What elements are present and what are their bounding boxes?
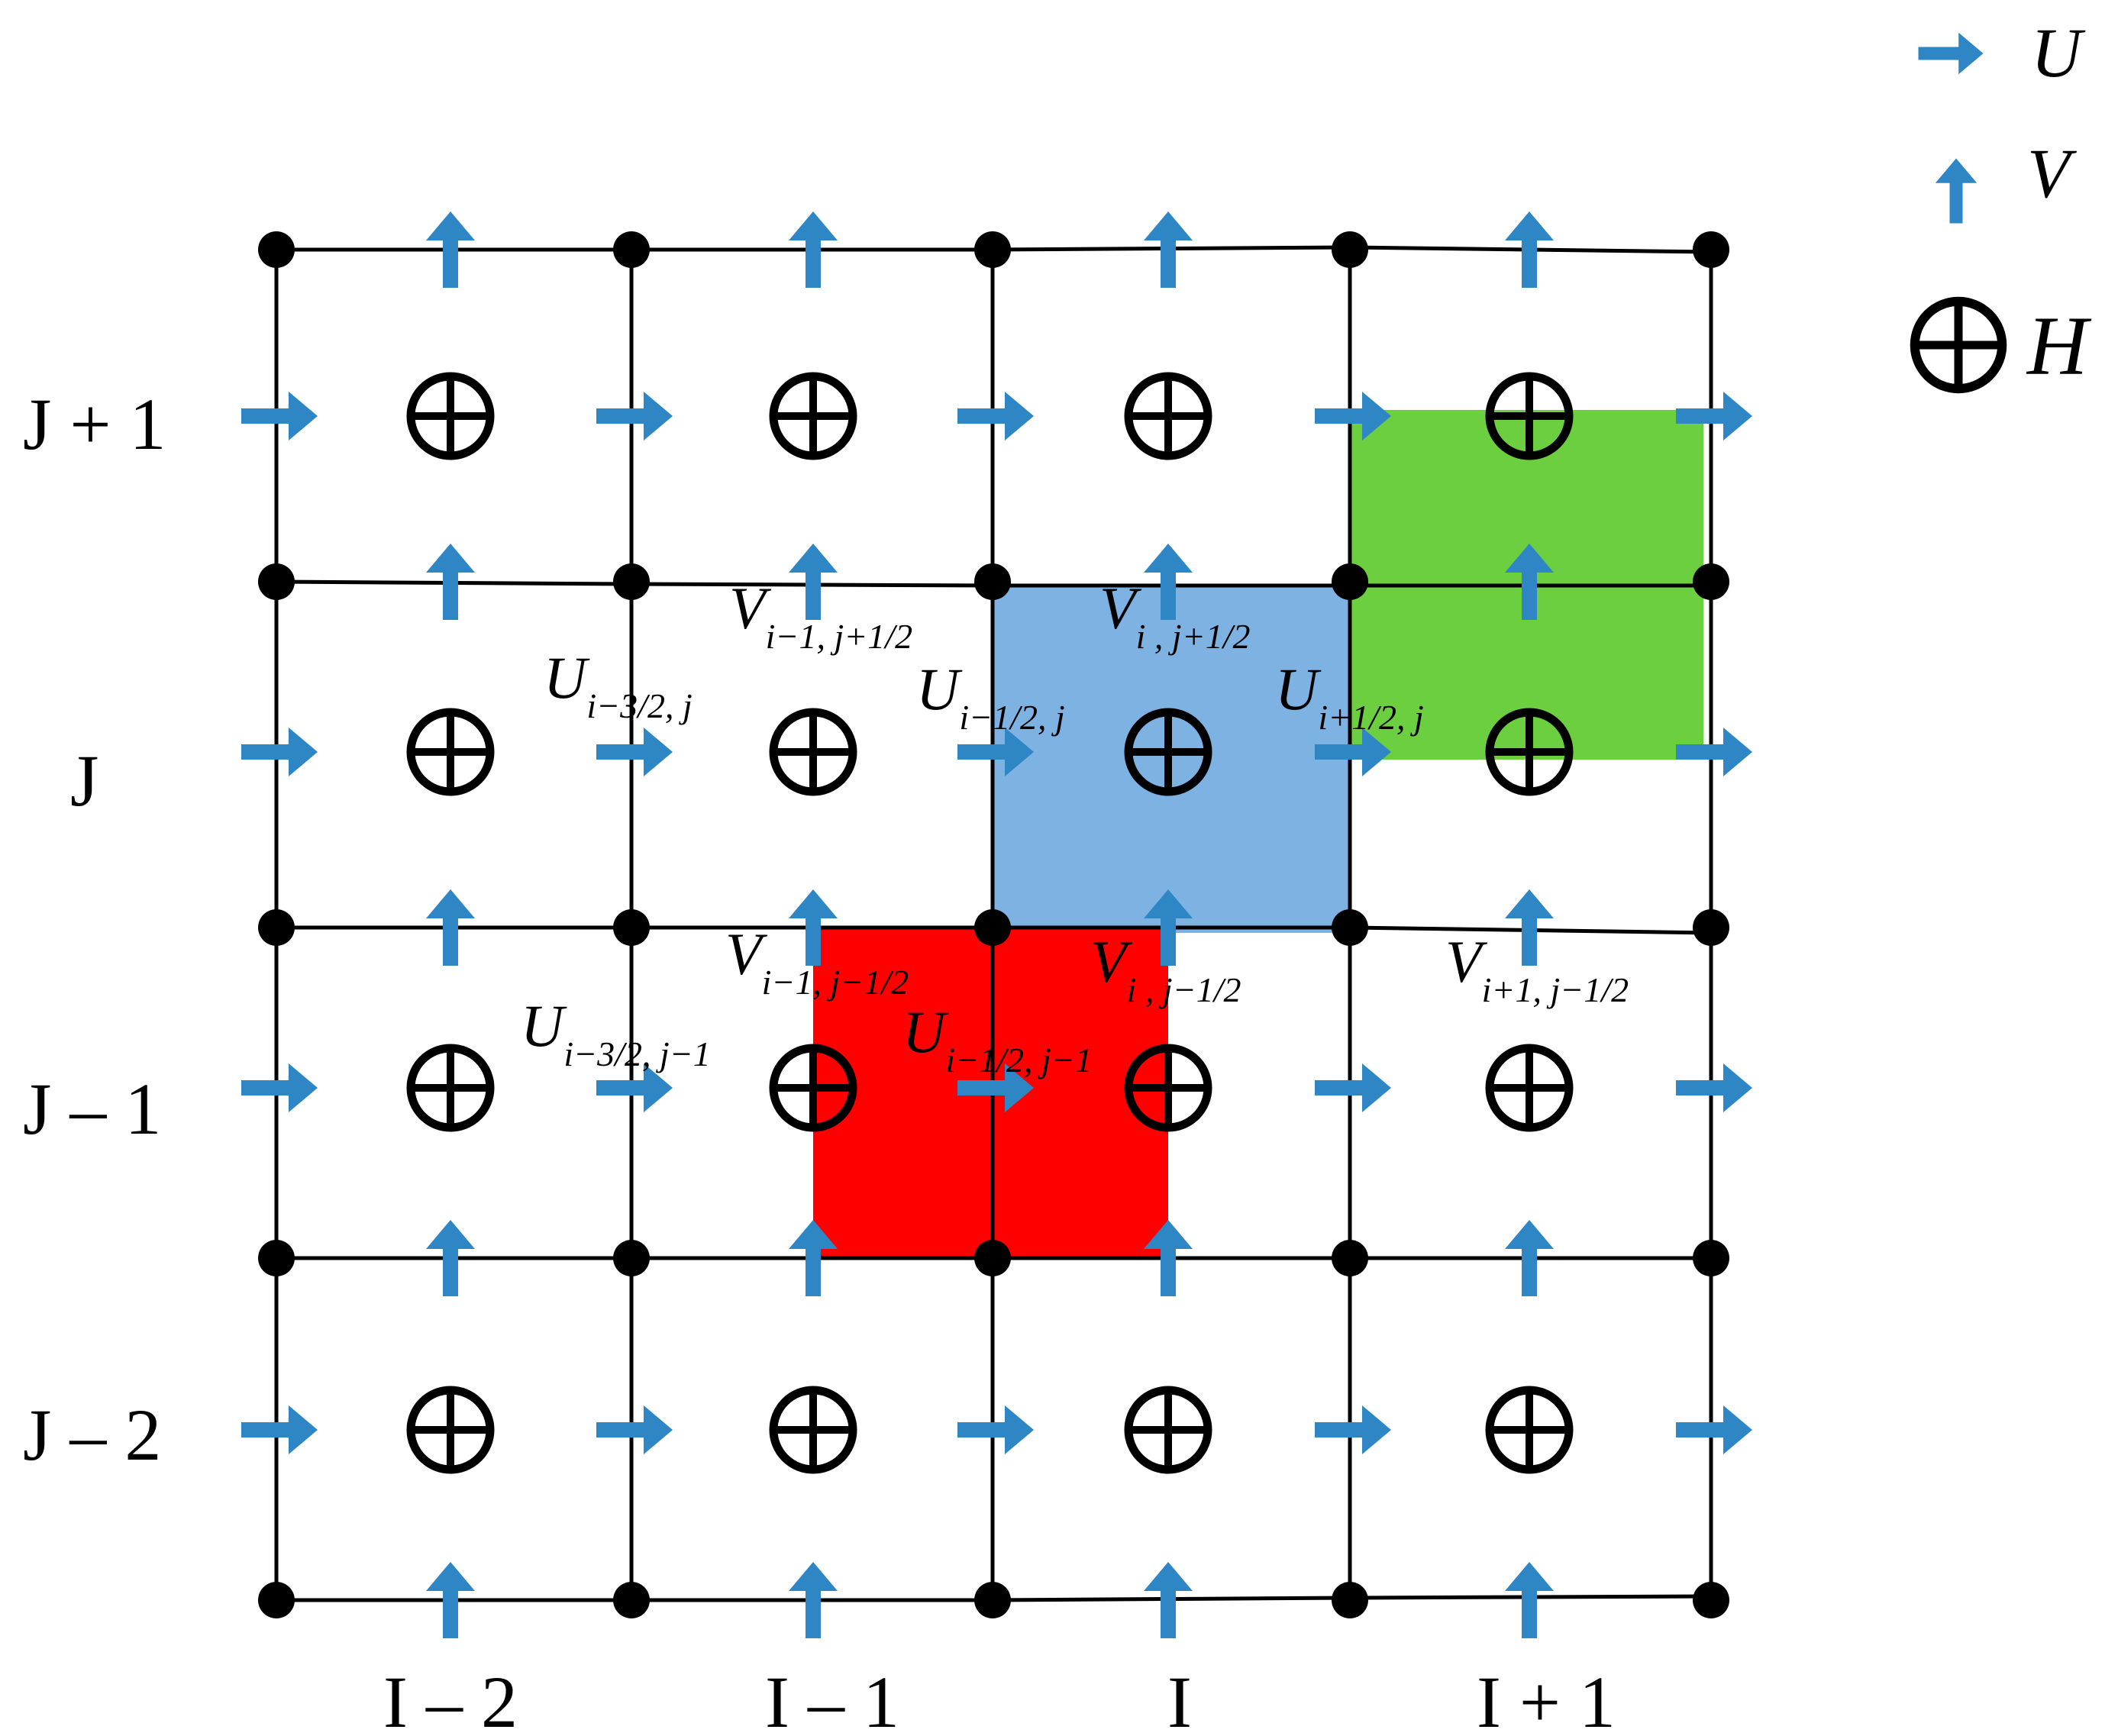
- grid-node: [613, 909, 650, 946]
- h-symbol-icon: [1128, 376, 1208, 456]
- u-arrow-icon: [596, 392, 673, 440]
- grid-node: [613, 1240, 650, 1276]
- grid-node: [974, 231, 1011, 268]
- u-arrow-icon: [1676, 1063, 1752, 1112]
- annotation-u-ip12-j: Ui+1/2, j: [1275, 656, 1424, 737]
- h-symbol-icon: [1490, 1390, 1569, 1470]
- grid-node: [1693, 1240, 1729, 1276]
- v-arrow-icon: [1505, 1562, 1554, 1638]
- u-arrow-icon: [596, 1405, 673, 1454]
- row-label: J – 2: [23, 1394, 161, 1476]
- h-symbol-icon: [411, 376, 490, 456]
- annotation-u-im12-jm1: Ui−1/2, j−1: [902, 999, 1093, 1079]
- grid-node: [1332, 1582, 1368, 1618]
- h-symbol-icon: [1490, 712, 1569, 792]
- column-labels: I – 2 I – 1 I I + 1: [383, 1661, 1616, 1736]
- v-arrow-icon: [789, 544, 838, 620]
- grid-node: [613, 1582, 650, 1618]
- col-label: I – 1: [765, 1661, 899, 1732]
- legend-h-label: H: [2026, 299, 2092, 392]
- legend-v-label: V: [2027, 134, 2078, 212]
- u-arrow-icon: [241, 1063, 318, 1112]
- legend-u-arrow-icon: [1918, 32, 1984, 75]
- h-symbol-icon: [1490, 1048, 1569, 1128]
- h-symbol-icon: [1128, 712, 1208, 792]
- u-arrow-icon: [596, 728, 673, 776]
- u-arrow-icon: [957, 392, 1034, 440]
- annotation-u-im32-j: Ui−3/2, j: [544, 644, 693, 725]
- annotation-v-im1-jp: Vi−1, j+1/2: [729, 575, 912, 656]
- grid-node: [974, 563, 1011, 600]
- grid-node: [1332, 231, 1368, 268]
- v-arrow-icon: [1505, 889, 1554, 966]
- h-symbol-icon: [1490, 376, 1569, 456]
- h-symbol-icon: [773, 1048, 853, 1128]
- grid-node: [258, 1240, 295, 1276]
- col-label: I – 2: [383, 1661, 518, 1732]
- u-arrow-icon: [241, 392, 318, 440]
- h-symbol-icon: [411, 712, 490, 792]
- annotation-u-im12-j: Ui−1/2, j: [916, 656, 1065, 737]
- grid-node: [1332, 563, 1368, 600]
- u-arrow-icon: [241, 1405, 318, 1454]
- annotation-v-i-jm: Vi , j−1/2: [1090, 928, 1241, 1009]
- u-arrow-icon: [957, 1405, 1034, 1454]
- grid-node: [258, 231, 295, 268]
- legend-h-icon: [1915, 302, 2002, 389]
- row-label: J + 1: [23, 383, 166, 465]
- grid-node: [1693, 231, 1729, 268]
- grid-node: [974, 909, 1011, 946]
- h-symbol-icon: [1128, 1390, 1208, 1470]
- grid-node: [613, 231, 650, 268]
- legend-u-label: U: [2031, 14, 2086, 92]
- u-arrow-icon: [1315, 1405, 1391, 1454]
- h-symbol-icon: [773, 1390, 853, 1470]
- legend-v-arrow-icon: [1935, 158, 1978, 224]
- row-labels: J + 1 J J – 1 J – 2: [23, 383, 166, 1476]
- grid-node: [1693, 909, 1729, 946]
- col-label: I: [1167, 1661, 1192, 1732]
- u-arrow-icon: [1315, 1063, 1391, 1112]
- h-symbol-icon: [411, 1390, 490, 1470]
- grid-node: [1693, 1582, 1729, 1618]
- grid-node: [613, 563, 650, 600]
- annotation-v-i-jp: Vi , j+1/2: [1099, 575, 1251, 656]
- annotation-u-im32-jm1: Ui−3/2, j−1: [521, 992, 711, 1073]
- u-arrow-icon: [241, 728, 318, 776]
- grid-node: [1693, 563, 1729, 600]
- grid-node: [974, 1240, 1011, 1276]
- h-symbol-icon: [773, 712, 853, 792]
- h-symbol-icon: [773, 376, 853, 456]
- variable-annotations: Vi−1, j+1/2 Vi , j+1/2 Ui−3/2, j Ui−1/2,…: [521, 575, 1629, 1079]
- col-label: I + 1: [1477, 1661, 1616, 1732]
- h-symbol-icon: [1128, 1048, 1208, 1128]
- grid-node: [974, 1582, 1011, 1618]
- grid-node: [258, 1582, 295, 1618]
- grid-node: [258, 563, 295, 600]
- annotation-v-im1-jm: Vi−1, j−1/2: [725, 921, 909, 1002]
- grid-node: [258, 909, 295, 946]
- h-symbol-icon: [411, 1048, 490, 1128]
- grid-node: [1332, 909, 1368, 946]
- grid-nodes: [258, 231, 1729, 1618]
- grid-node: [1332, 1240, 1368, 1276]
- row-label: J – 1: [23, 1068, 161, 1150]
- row-label: J: [70, 740, 98, 821]
- annotation-v-ip1-jm: Vi+1, j−1/2: [1445, 928, 1629, 1009]
- u-arrow-icon: [1676, 1405, 1752, 1454]
- legend: U V H: [1915, 14, 2092, 392]
